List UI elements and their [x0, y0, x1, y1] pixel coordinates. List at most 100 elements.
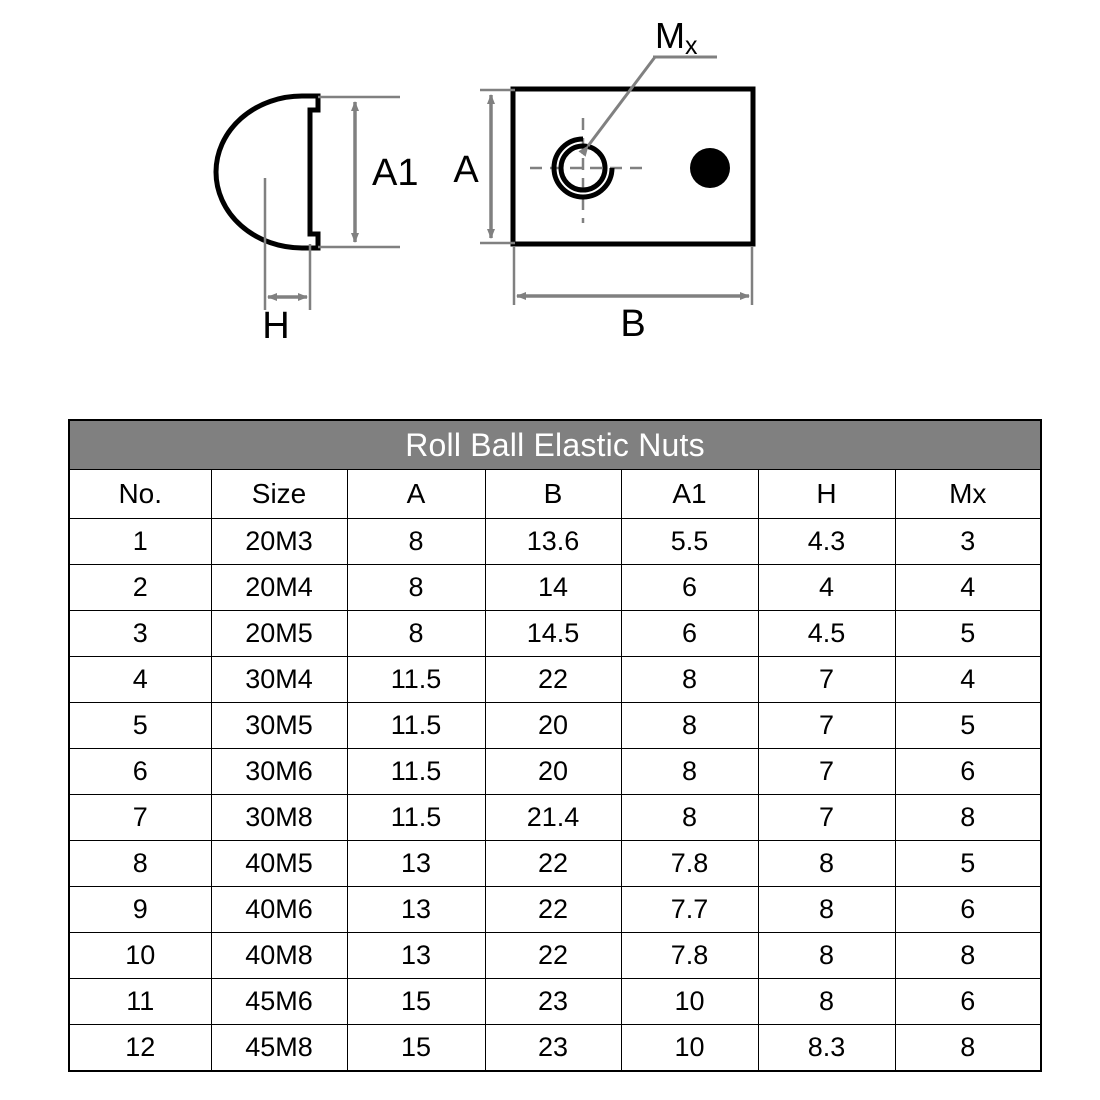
table-title: Roll Ball Elastic Nuts: [68, 419, 1042, 470]
table-cell: 1: [68, 518, 212, 565]
table-cell: 2: [68, 564, 212, 611]
table-cell: 8: [757, 840, 896, 887]
table-cell: 20M4: [210, 564, 348, 611]
table-cell: 30M5: [210, 702, 348, 749]
table-cell: 5: [894, 840, 1042, 887]
d-profile-outline: [213, 93, 321, 251]
table-column-header: A: [346, 469, 486, 519]
table-cell: 8: [757, 886, 896, 933]
table-cell: 7.7: [620, 886, 759, 933]
table-cell: 13: [346, 840, 486, 887]
table-cell: 13: [346, 886, 486, 933]
table-cell: 13.6: [484, 518, 622, 565]
table-column-header: A1: [620, 469, 759, 519]
table-cell: 4: [894, 564, 1042, 611]
dim-label-mx: Mx: [655, 15, 698, 60]
table-cell: 14.5: [484, 610, 622, 657]
table-column-header: Mx: [894, 469, 1042, 519]
table-cell: 20M3: [210, 518, 348, 565]
dim-label-a1: A1: [372, 152, 418, 194]
table-cell: 8: [757, 932, 896, 979]
table-cell: 4: [68, 656, 212, 703]
table-cell: 13: [346, 932, 486, 979]
dim-label-h: H: [262, 305, 289, 347]
table-cell: 22: [484, 840, 622, 887]
table-cell: 15: [346, 1024, 486, 1072]
dim-label-b: B: [620, 303, 645, 345]
table-cell: 8: [620, 702, 759, 749]
threaded-hole-thread-arc: [551, 136, 615, 200]
table-cell: 15: [346, 978, 486, 1025]
table-cell: 20: [484, 748, 622, 795]
table-cell: 40M6: [210, 886, 348, 933]
table-column-header: H: [757, 469, 896, 519]
table-cell: 30M8: [210, 794, 348, 841]
table-cell: 11: [68, 978, 212, 1025]
table-cell: 4.5: [757, 610, 896, 657]
table-cell: 6: [894, 886, 1042, 933]
technical-drawing-svg: A1 H Mx: [213, 15, 756, 347]
table-cell: 7: [757, 794, 896, 841]
table-column-header: No.: [68, 469, 212, 519]
table-cell: 6: [68, 748, 212, 795]
table-cell: 7.8: [620, 840, 759, 887]
table-cell: 7: [68, 794, 212, 841]
table-cell: 8: [620, 656, 759, 703]
table-cell: 23: [484, 1024, 622, 1072]
table-cell: 23: [484, 978, 622, 1025]
table-cell: 12: [68, 1024, 212, 1072]
table-cell: 8: [346, 610, 486, 657]
table-cell: 6: [620, 564, 759, 611]
table-cell: 8: [894, 794, 1042, 841]
table-cell: 8.3: [757, 1024, 896, 1072]
table-cell: 40M8: [210, 932, 348, 979]
side-profile-view: A1 H: [213, 93, 418, 347]
table-cell: 5: [68, 702, 212, 749]
table-cell: 8: [757, 978, 896, 1025]
table-cell: 45M6: [210, 978, 348, 1025]
table-cell: 6: [894, 978, 1042, 1025]
table-cell: 11.5: [346, 794, 486, 841]
table-cell: 4.3: [757, 518, 896, 565]
table-cell: 10: [68, 932, 212, 979]
dim-label-a: A: [453, 149, 479, 191]
table-column-header: B: [484, 469, 622, 519]
table-cell: 22: [484, 656, 622, 703]
table-cell: 22: [484, 886, 622, 933]
table-cell: 10: [620, 1024, 759, 1072]
table-cell: 11.5: [346, 748, 486, 795]
table-cell: 8: [68, 840, 212, 887]
table-cell: 45M8: [210, 1024, 348, 1072]
table-cell: 21.4: [484, 794, 622, 841]
table-column-header: Size: [210, 469, 348, 519]
table-cell: 8: [620, 794, 759, 841]
top-plan-view: Mx A B: [453, 15, 756, 345]
table-cell: 3: [894, 518, 1042, 565]
table-cell: 7: [757, 702, 896, 749]
table-cell: 7.8: [620, 932, 759, 979]
table-cell: 7: [757, 656, 896, 703]
table-cell: 20: [484, 702, 622, 749]
mx-leader-line: [578, 56, 657, 157]
table-cell: 7: [757, 748, 896, 795]
table-cell: 8: [894, 932, 1042, 979]
table-cell: 22: [484, 932, 622, 979]
table-cell: 4: [757, 564, 896, 611]
table-cell: 11.5: [346, 702, 486, 749]
table-cell: 4: [894, 656, 1042, 703]
table-cell: 6: [620, 610, 759, 657]
